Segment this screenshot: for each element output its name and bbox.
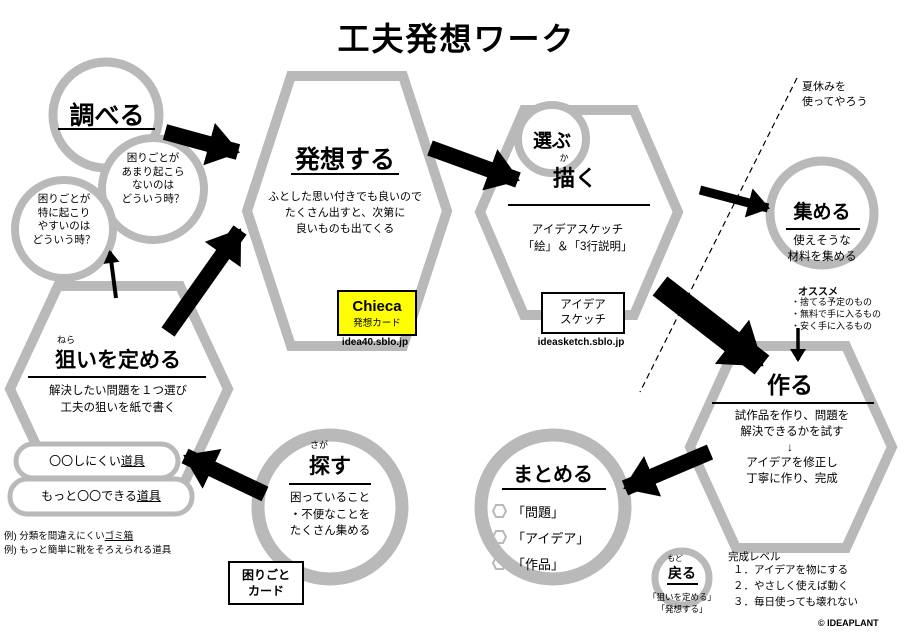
- arrow-aim-to-ideate: [161, 225, 247, 337]
- aim-oval1-label: 〇〇しにくい道具: [16, 452, 178, 469]
- chieca-card-name: Chieca: [352, 297, 402, 315]
- search-furigana: さが: [309, 440, 328, 450]
- make-body2: アイデアを修正し 丁寧に作り、完成: [746, 457, 838, 486]
- ideate-hexagon-outline: [241, 71, 453, 351]
- draw-furigana: か: [559, 153, 569, 163]
- trouble-card: 困りごと カード: [228, 561, 304, 605]
- aim-body: 解決したい問題を１つ選び 工夫の狙いを紙で書く: [49, 385, 187, 414]
- aim-title: 狙いを定める: [55, 349, 181, 372]
- levels-items: １．アイデアを物にする ２．やさしく使えば動く ３．毎日使っても壊れない: [733, 564, 858, 608]
- back-furigana: もど: [667, 554, 683, 563]
- arrow-investigate-to-ideate: [162, 122, 241, 166]
- back-targets: 「狙いを定める」 「発想する」: [647, 592, 716, 614]
- summarize-item-label: 「問題」: [512, 504, 565, 520]
- aim-oval2-outline: [7, 476, 195, 517]
- ideate-underline: [291, 173, 399, 175]
- ideate-body: ふとした思い付きでも良いので たくさん出すと、次第に 良いものも出てくる: [268, 191, 422, 235]
- collect-circle-outline: [765, 156, 879, 270]
- aim-example2: 例) もっと簡単に靴をそろえられる道具: [4, 545, 172, 556]
- aim-oval1-em: 道具: [120, 454, 145, 468]
- aim-example1-em: ゴミ箱: [104, 531, 134, 542]
- arrow-search-to-aim: [181, 448, 269, 502]
- search-underline: [289, 483, 371, 485]
- arrow-ideate-to-choose: [427, 140, 521, 191]
- summarize-items: 「問題」 「アイデア」 「作品」: [492, 498, 589, 576]
- summer-note: 夏休みを 使ってやろう: [802, 81, 868, 109]
- idea-sketch-card-url: ideasketch.sblo.jp: [537, 337, 625, 348]
- back-underline: [667, 583, 698, 585]
- chieca-card-url: idea40.sblo.jp: [341, 337, 409, 348]
- draw-underline: [508, 204, 650, 206]
- question-rare-text: 困りごとが あまり起こら ないのは どういう時？: [121, 152, 185, 205]
- levels-title: 完成レベル: [728, 551, 781, 563]
- summarize-item-label: 「アイデア」: [512, 530, 590, 546]
- collect-body: 使えそうな 材料を集める: [787, 235, 857, 263]
- question-often-circle-outline: [11, 176, 117, 282]
- summarize-item-label: 「作品」: [512, 556, 565, 572]
- back-circle-outline: [651, 547, 713, 609]
- summarize-item: 「問題」: [492, 498, 589, 524]
- chieca-card: Chieca 発想カード: [337, 290, 417, 336]
- aim-example1-pre: 例) 分類を間違えにくい: [4, 531, 105, 542]
- search-circle-outline: [251, 428, 409, 586]
- down-arrow-glyph: ↓: [787, 440, 793, 454]
- chieca-card-label: 発想カード: [353, 317, 401, 329]
- summarize-circle-outline: [474, 428, 632, 586]
- arrow-draw-to-collect: [698, 185, 770, 218]
- arrow-aim-to-questions: [103, 250, 120, 299]
- summer-dashed-divider: [639, 77, 798, 393]
- collect-title: 集める: [793, 202, 851, 223]
- search-title: 探す: [309, 455, 351, 478]
- summarize-item: 「作品」: [492, 550, 589, 576]
- make-hexagon-outline: [684, 341, 898, 553]
- collect-underline: [786, 228, 860, 230]
- make-title: 作る: [767, 372, 813, 398]
- summarize-item: 「アイデア」: [492, 524, 589, 550]
- summarize-underline: [502, 488, 606, 490]
- choose-circle-outline: [514, 101, 590, 177]
- page-title: 工夫発想ワーク: [337, 21, 576, 57]
- hexagon-bullet-icon: [492, 504, 507, 518]
- investigate-title: 調べる: [69, 102, 145, 130]
- idea-sketch-card: アイデア スケッチ: [541, 292, 625, 334]
- aim-furigana: ねら: [56, 335, 75, 345]
- aim-oval2-pre: もっと〇〇できる: [41, 489, 137, 503]
- question-often-text: 困りごとが 特に起こり やすいのは どういう時？: [32, 193, 96, 246]
- investigate-underline: [58, 128, 155, 130]
- aim-oval2-label: もっと〇〇できる道具: [10, 487, 192, 504]
- credit: © IDEAPLANT: [818, 618, 879, 628]
- collect-note-title: オススメ: [798, 287, 838, 298]
- aim-oval1-pre: 〇〇しにくい: [49, 454, 121, 468]
- ideate-title: 発想する: [294, 146, 395, 174]
- make-underline: [712, 402, 874, 404]
- draw-title: 描く: [552, 166, 597, 191]
- choose-title: 選ぶ: [532, 131, 571, 152]
- hexagon-bullet-icon: [492, 556, 507, 570]
- back-title: 戻る: [668, 565, 696, 581]
- make-body1: 試作品を作り、問題を 解決できるかを試す: [734, 410, 850, 439]
- hexagon-bullet-icon: [492, 530, 507, 544]
- question-rare-circle-outline: [98, 134, 208, 244]
- arrow-draw-to-make: [652, 276, 770, 375]
- aim-underline: [28, 376, 206, 378]
- summarize-title: まとめる: [513, 464, 593, 486]
- search-body: 困っていること ・不便なことを たくさん集める: [289, 492, 371, 538]
- draw-body: アイデアスケッチ 「絵」＆「3行説明」: [522, 224, 633, 254]
- collect-note-items: ・捨てる予定のもの ・無料で手に入るもの ・安く手に入るもの: [791, 297, 882, 332]
- aim-example1: 例) 分類を間違えにくいゴミ箱: [4, 528, 133, 542]
- aim-oval2-em: 道具: [136, 489, 161, 503]
- arrow-make-to-summarize: [621, 444, 714, 497]
